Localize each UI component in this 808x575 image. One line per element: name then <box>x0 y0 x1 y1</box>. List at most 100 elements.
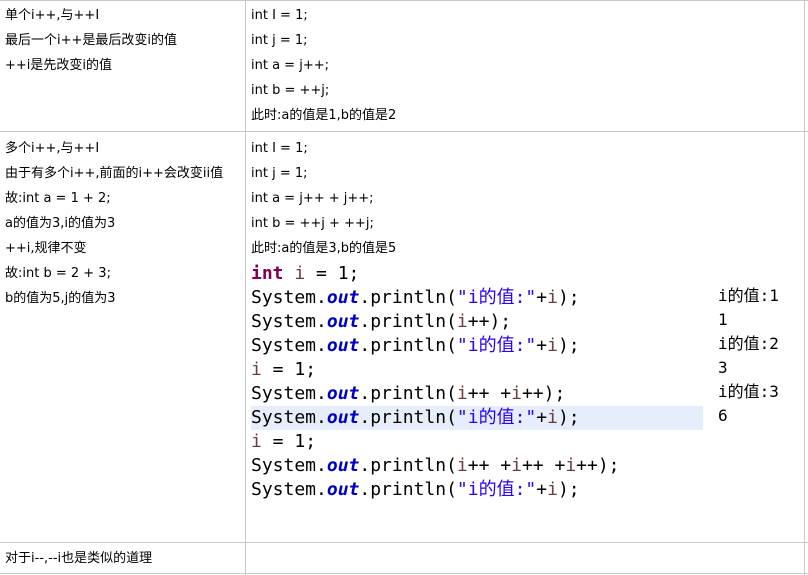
code-token: i <box>547 287 558 308</box>
code-token: System. <box>251 479 327 500</box>
code-token: + <box>536 407 548 428</box>
code-token: ); <box>557 287 580 308</box>
code-token: + <box>536 287 548 308</box>
code-token: i <box>456 455 468 476</box>
code-token: i <box>294 263 306 284</box>
code-line: System.out.println("i的值:"+i); <box>251 478 703 502</box>
code-token: i <box>456 311 468 332</box>
code-token: .println( <box>359 335 457 356</box>
row1-left-cell: 单个i++,与++I 最后一个i++是最后改变i的值 ++i是先改变i的值 <box>5 3 177 78</box>
code-token: .println( <box>359 455 457 476</box>
result-note-line: 此时:a的值是3,b的值是5 <box>251 241 397 256</box>
code-token: System. <box>251 311 327 332</box>
code-token: .println( <box>359 383 457 404</box>
code-token: out <box>326 383 360 404</box>
code-token <box>284 263 295 284</box>
code-token: System. <box>251 335 327 356</box>
output-line: i的值:3 <box>718 382 779 401</box>
code-note-line: int I = 1; <box>251 8 308 23</box>
code-token: "i的值:" <box>456 287 537 308</box>
table-border-top <box>0 0 808 1</box>
code-token: ); <box>557 335 580 356</box>
code-token: System. <box>251 455 327 476</box>
code-note-line: int a = j++ + j++; <box>251 191 374 206</box>
code-token: out <box>326 455 360 476</box>
code-token: = 1; <box>261 431 317 452</box>
note-line: 由于有多个i++,前面的i++会改变ii值 <box>5 166 224 181</box>
code-note-line: int b = ++j + ++j; <box>251 216 374 231</box>
code-token: ++); <box>467 311 512 332</box>
code-token: i <box>511 383 522 404</box>
code-token: ++ + <box>467 455 512 476</box>
code-note-line: int j = 1; <box>251 166 308 181</box>
console-output: i的值:1 1 i的值:2 3 i的值:3 6 <box>718 284 779 428</box>
code-note-line: int b = ++j; <box>251 83 330 98</box>
code-snippet: int i = 1;System.out.println("i的值:"+i);S… <box>251 262 703 502</box>
table-row-divider <box>0 542 808 543</box>
code-token: ++); <box>521 383 566 404</box>
code-token: + <box>536 479 548 500</box>
code-line: System.out.println(i++ +i++); <box>251 382 703 406</box>
code-token: "i的值:" <box>456 407 537 428</box>
note-line: 多个i++,与++I <box>5 141 100 156</box>
code-token: System. <box>251 407 327 428</box>
code-token: + <box>536 335 548 356</box>
output-line: i的值:2 <box>718 334 779 353</box>
row2-left-cell: 多个i++,与++I 由于有多个i++,前面的i++会改变ii值 故:int a… <box>5 136 223 311</box>
code-line: System.out.println("i的值:"+i); <box>251 286 703 310</box>
code-token: .println( <box>359 407 457 428</box>
note-line: ++i是先改变i的值 <box>5 58 113 73</box>
code-note-line: int a = j++; <box>251 58 329 73</box>
code-line: System.out.println(i++); <box>251 310 703 334</box>
code-token: ++ + <box>467 383 512 404</box>
table-border-bottom <box>0 573 808 574</box>
table-row-divider <box>0 131 808 132</box>
code-line: System.out.println(i++ +i++ +i++); <box>251 454 703 478</box>
row1-right-cell: int I = 1; int j = 1; int a = j++; int b… <box>251 3 396 128</box>
note-line: ++i,规律不变 <box>5 241 87 256</box>
code-token: int <box>251 263 284 284</box>
code-token: i <box>511 455 522 476</box>
code-token: i <box>547 479 558 500</box>
note-line: b的值为5,j的值为3 <box>5 291 116 306</box>
code-line: System.out.println("i的值:"+i); <box>251 406 703 430</box>
table-column-divider <box>245 0 246 575</box>
row2-right-cell: int I = 1; int j = 1; int a = j++ + j++;… <box>251 136 396 261</box>
code-token: i <box>547 335 558 356</box>
code-note-line: int j = 1; <box>251 33 308 48</box>
code-token: ++); <box>576 455 620 476</box>
code-token: System. <box>251 287 327 308</box>
code-token: out <box>326 407 360 428</box>
code-token: ++ + <box>521 455 566 476</box>
code-line: System.out.println("i的值:"+i); <box>251 334 703 358</box>
code-token: .println( <box>359 311 457 332</box>
code-line: i = 1; <box>251 358 703 382</box>
code-token: i <box>547 407 558 428</box>
note-line: 对于i--,--i也是类似的道理 <box>5 551 153 566</box>
code-line: i = 1; <box>251 430 703 454</box>
code-token: ); <box>557 479 580 500</box>
note-line: 故:int a = 1 + 2; <box>5 191 111 206</box>
code-line: int i = 1; <box>251 262 703 286</box>
output-line: i的值:1 <box>718 286 779 305</box>
row3-left-cell: 对于i--,--i也是类似的道理 <box>5 546 152 571</box>
code-token: = 1; <box>261 359 317 380</box>
code-token: out <box>326 335 360 356</box>
output-line: 6 <box>718 406 728 425</box>
code-token: .println( <box>359 479 457 500</box>
code-token: i <box>251 359 262 380</box>
note-line: 单个i++,与++I <box>5 8 100 23</box>
output-line: 3 <box>718 358 728 377</box>
code-token: "i的值:" <box>456 335 537 356</box>
code-token: i <box>251 431 262 452</box>
result-note-line: 此时:a的值是1,b的值是2 <box>251 108 397 123</box>
code-token: out <box>326 287 360 308</box>
note-line: 故:int b = 2 + 3; <box>5 266 111 281</box>
code-token: "i的值:" <box>456 479 537 500</box>
code-token: ); <box>557 407 580 428</box>
code-token: .println( <box>359 287 457 308</box>
code-token: out <box>326 479 360 500</box>
note-line: a的值为3,i的值为3 <box>5 216 116 231</box>
table-border-right <box>804 0 805 575</box>
